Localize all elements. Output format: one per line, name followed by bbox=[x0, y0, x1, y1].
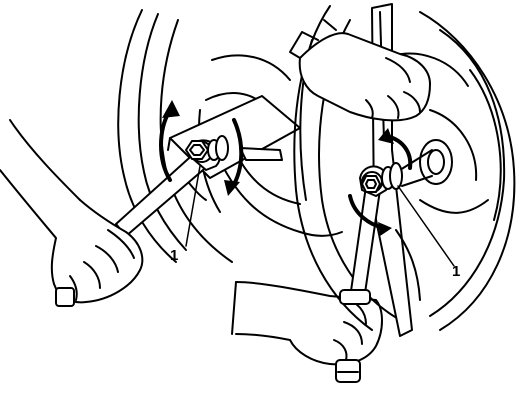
right-spindle-hub bbox=[400, 140, 452, 186]
right-nut bbox=[362, 176, 380, 192]
callout-leader-right bbox=[398, 186, 454, 266]
callout-label-right: 1 bbox=[452, 263, 460, 280]
top-hand bbox=[290, 20, 430, 120]
bottom-hand bbox=[232, 282, 382, 382]
left-nut bbox=[186, 141, 208, 159]
left-hand bbox=[0, 120, 142, 306]
callout-label-left: 1 bbox=[170, 247, 178, 264]
